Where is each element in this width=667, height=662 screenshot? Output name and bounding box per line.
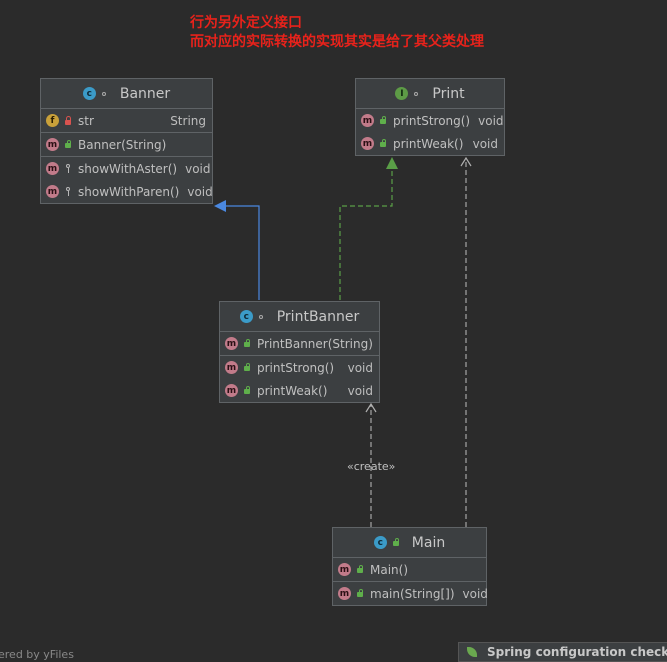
method-row[interactable]: m printWeak() void: [356, 132, 504, 155]
class-name: Main: [411, 534, 446, 551]
visibility-dot-icon: [258, 314, 263, 319]
spring-panel-label: Spring configuration check: [487, 645, 667, 659]
class-name: PrintBanner: [276, 308, 360, 325]
yfiles-watermark: ered by yFiles: [0, 648, 74, 661]
constructor-name: Banner(String): [78, 137, 167, 152]
class-node-banner[interactable]: c Banner f str String m Banner(String) m…: [40, 78, 213, 204]
constructor-name: PrintBanner(String): [257, 336, 373, 351]
method-name: printStrong(): [257, 360, 335, 375]
method-icon: m: [225, 337, 238, 350]
methods-section: m main(String[]) void: [333, 582, 488, 605]
public-lock-icon: [64, 140, 72, 149]
field-name: str: [78, 113, 94, 128]
edge-printbanner-implements-print[interactable]: [339, 168, 393, 300]
method-icon: m: [361, 137, 374, 150]
field-type: String: [170, 113, 206, 128]
method-row[interactable]: m showWithParen() void: [41, 180, 213, 203]
public-lock-icon: [379, 116, 387, 125]
method-icon: m: [225, 361, 238, 374]
method-name: printWeak(): [393, 136, 464, 151]
visibility-dot-icon: [101, 91, 106, 96]
constructors-section: m PrintBanner(String): [220, 332, 379, 356]
realization-arrowhead: [386, 157, 398, 169]
visibility-dot-icon: [414, 91, 419, 96]
dependency-arrowhead: [365, 402, 377, 413]
field-row[interactable]: f str String: [41, 109, 212, 132]
constructors-section: m Banner(String): [41, 133, 212, 157]
public-lock-icon: [356, 565, 364, 574]
inheritance-arrowhead: [214, 200, 226, 212]
method-row[interactable]: m printWeak() void: [220, 379, 379, 402]
method-name: main(String[]): [370, 586, 455, 601]
method-name: printStrong(): [393, 113, 471, 128]
class-icon: c: [239, 310, 253, 323]
spring-leaf-icon: [467, 647, 477, 657]
method-icon: m: [46, 185, 59, 198]
method-row[interactable]: m showWithAster() void: [41, 157, 212, 180]
runnable-class-icon: c: [373, 536, 387, 549]
methods-section: m showWithAster() void m showWithParen()…: [41, 157, 213, 203]
method-type: void: [472, 136, 498, 151]
method-row[interactable]: m printStrong() void: [356, 109, 504, 132]
constructor-row[interactable]: m Banner(String): [41, 133, 212, 156]
class-header: c Banner: [41, 79, 212, 109]
public-lock-icon: [243, 363, 251, 372]
private-lock-icon: [64, 116, 72, 125]
method-icon: m: [338, 563, 351, 576]
class-header: c Main: [333, 528, 486, 558]
constructors-section: m Main(): [333, 558, 486, 582]
public-lock-icon: [243, 339, 251, 348]
interface-node-print[interactable]: I Print m printStrong() void m printWeak…: [355, 78, 505, 156]
dependency-arrowhead: [460, 156, 472, 167]
method-type: void: [478, 113, 504, 128]
edge-printbanner-extends-banner[interactable]: [224, 205, 260, 300]
annotation-note: 行为另外定义接口 而对应的实际转换的实现其实是给了其父类处理: [190, 14, 484, 52]
method-row[interactable]: m printStrong() void: [220, 356, 379, 379]
methods-section: m printStrong() void m printWeak() void: [220, 356, 379, 402]
class-node-printbanner[interactable]: c PrintBanner m PrintBanner(String) m pr…: [219, 301, 380, 403]
method-row[interactable]: m main(String[]) void: [333, 582, 488, 605]
method-name: printWeak(): [257, 383, 328, 398]
method-icon: m: [225, 384, 238, 397]
method-icon: m: [361, 114, 374, 127]
package-key-icon: [64, 187, 72, 196]
method-icon: m: [46, 162, 59, 175]
spring-configuration-check-panel[interactable]: Spring configuration check: [458, 642, 667, 662]
class-header: I Print: [356, 79, 504, 109]
method-type: void: [347, 360, 373, 375]
method-name: showWithAster(): [78, 161, 178, 176]
constructor-row[interactable]: m Main(): [333, 558, 486, 581]
public-lock-icon: [379, 139, 387, 148]
constructor-row[interactable]: m PrintBanner(String): [220, 332, 379, 355]
class-name: Print: [432, 85, 465, 102]
method-name: showWithParen(): [78, 184, 180, 199]
package-key-icon: [64, 164, 72, 173]
class-header: c PrintBanner: [220, 302, 379, 332]
annotation-line-2: 而对应的实际转换的实现其实是给了其父类处理: [190, 34, 484, 50]
annotation-line-1: 行为另外定义接口: [190, 15, 302, 31]
fields-section: f str String: [41, 109, 212, 133]
class-node-main[interactable]: c Main m Main() m main(String[]) void: [332, 527, 488, 606]
method-type: void: [185, 161, 211, 176]
field-icon: f: [46, 114, 59, 127]
constructor-name: Main(): [370, 562, 409, 577]
class-name: Banner: [119, 85, 171, 102]
interface-icon: I: [395, 87, 409, 100]
method-type: void: [347, 383, 373, 398]
method-type: void: [462, 586, 488, 601]
class-icon: c: [82, 87, 96, 100]
method-icon: m: [338, 587, 351, 600]
create-label: «create»: [347, 460, 396, 473]
public-lock-icon: [356, 589, 364, 598]
public-lock-icon: [243, 386, 251, 395]
public-lock-icon: [392, 538, 400, 547]
method-icon: m: [46, 138, 59, 151]
method-type: void: [187, 184, 213, 199]
methods-section: m printStrong() void m printWeak() void: [356, 109, 504, 155]
